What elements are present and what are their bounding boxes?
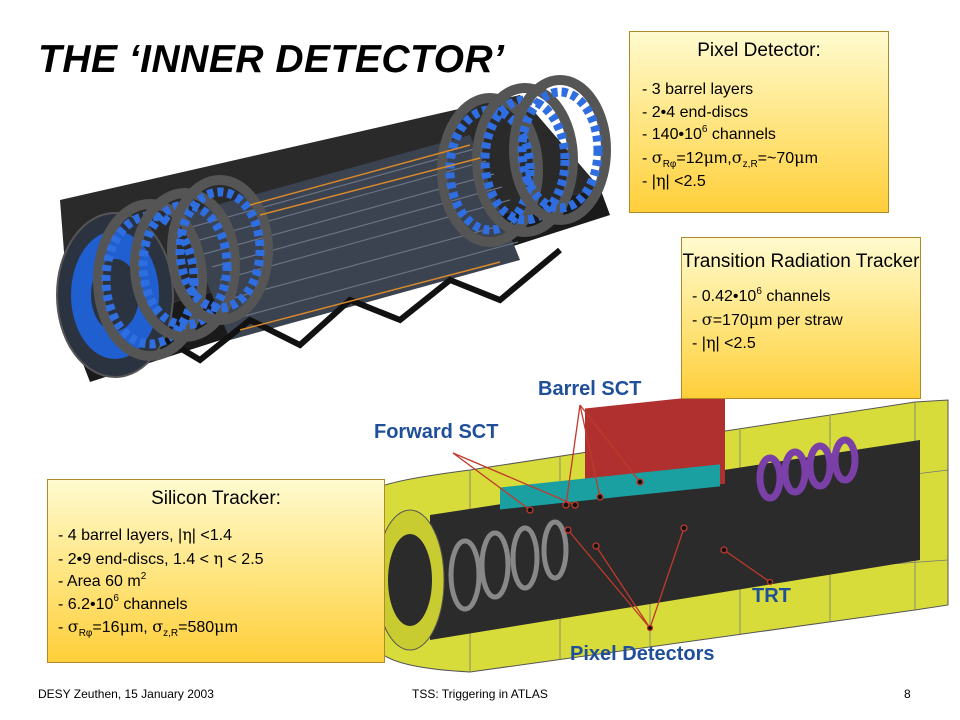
list-item: - 0.42•106 channels [692,285,831,305]
slide-title: THE ‘INNER DETECTOR’ [38,38,505,81]
footer-left: DESY Zeuthen, 15 January 2003 [38,687,214,701]
list-item: - Area 60 m2 [58,570,147,590]
pixel-detector-box: Pixel Detector: - 3 barrel layers - 2•4 … [629,31,889,213]
silicon-tracker-heading: Silicon Tracker: [151,488,281,509]
footer-center: TSS: Triggering in ATLAS [412,687,548,701]
list-item: - 2•4 end-discs [642,103,749,121]
list-item: - |η| <2.5 [642,171,706,190]
list-item: - 140•106 channels [642,123,776,143]
list-item: - σ=170μm per straw [692,309,843,329]
pixel-detectors-label: Pixel Detectors [570,643,715,665]
silicon-tracker-list: - 4 barrel layers, |η| <1.4 - 2•9 end-di… [58,524,384,640]
page-number: 8 [904,687,911,701]
inner-detector-cutaway-image [375,393,949,673]
silicon-tracker-box: Silicon Tracker: - 4 barrel layers, |η| … [47,479,385,663]
trt-list: - 0.42•106 channels - σ=170μm per straw … [692,286,920,356]
forward-sct-label: Forward SCT [374,421,499,443]
list-item: - 3 barrel layers [642,81,754,98]
list-item: - σRφ=12μm,σz,R=~70μm [642,147,818,170]
pixel-detector-heading: Pixel Detector: [697,40,821,61]
inner-detector-3d-image [56,75,611,382]
list-item: - |η| <2.5 [692,333,756,352]
trt-heading: Transition Radiation Tracker [682,251,920,272]
trt-box: Transition Radiation Tracker - 0.42•106 … [681,237,921,399]
list-item: - σRφ=16μm, σz,R=580μm [58,617,238,640]
list-item: - 2•9 end-discs, 1.4 < η < 2.5 [58,548,264,568]
barrel-sct-label: Barrel SCT [538,378,642,400]
list-item: - 4 barrel layers, |η| <1.4 [58,525,232,544]
pixel-detector-list: - 3 barrel layers - 2•4 end-discs - 140•… [642,79,888,194]
list-item: - 6.2•106 channels [58,593,188,613]
trt-label: TRT [752,585,791,607]
pointer-lines [452,404,774,632]
